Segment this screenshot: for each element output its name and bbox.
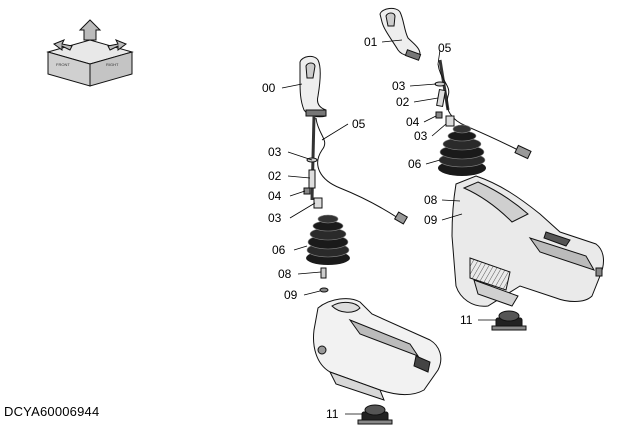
rubber-mount-right xyxy=(491,310,527,331)
callout-02-left: 02 xyxy=(268,169,282,183)
left-lever-assembly xyxy=(299,55,442,425)
callout-05-right: 05 xyxy=(438,41,452,55)
callout-05-left: 05 xyxy=(352,117,366,131)
rubber-mount-left xyxy=(357,404,393,425)
harness-connector-left xyxy=(393,211,409,225)
orientation-label-front: FRONT xyxy=(56,62,70,67)
callout-01: 01 xyxy=(364,35,378,49)
callout-04-left: 04 xyxy=(268,189,282,203)
callout-03-right-upper: 03 xyxy=(392,79,406,93)
callout-03-right-lower: 03 xyxy=(414,129,428,143)
callout-labels: 00 05 03 02 04 03 06 08 09 11 01 05 03 0… xyxy=(262,35,473,421)
drawing-code: DCYA60006944 xyxy=(4,404,100,419)
leader-lines xyxy=(281,39,496,415)
callout-11-left: 11 xyxy=(326,407,339,421)
callout-02-right: 02 xyxy=(396,95,410,109)
rubber-boot-left xyxy=(306,214,350,265)
console-left xyxy=(313,298,442,401)
callout-11-right: 11 xyxy=(460,313,473,327)
console-right xyxy=(451,175,604,307)
callout-03-left-upper: 03 xyxy=(268,145,282,159)
harness-connector-right xyxy=(514,144,532,160)
callout-09-left: 09 xyxy=(284,288,298,302)
orientation-icon: FRONT RIGHT xyxy=(46,19,134,87)
callout-08-right: 08 xyxy=(424,193,438,207)
callout-08-left: 08 xyxy=(278,267,292,281)
callout-09-right: 09 xyxy=(424,213,438,227)
callout-06-left: 06 xyxy=(272,243,286,257)
callout-03-left-lower: 03 xyxy=(268,211,282,225)
right-lever-assembly xyxy=(379,7,604,331)
callout-00: 00 xyxy=(262,81,276,95)
rubber-boot-right xyxy=(438,124,486,176)
callout-06-right: 06 xyxy=(408,157,422,171)
callout-04-right: 04 xyxy=(406,115,420,129)
orientation-label-right: RIGHT xyxy=(106,62,119,67)
